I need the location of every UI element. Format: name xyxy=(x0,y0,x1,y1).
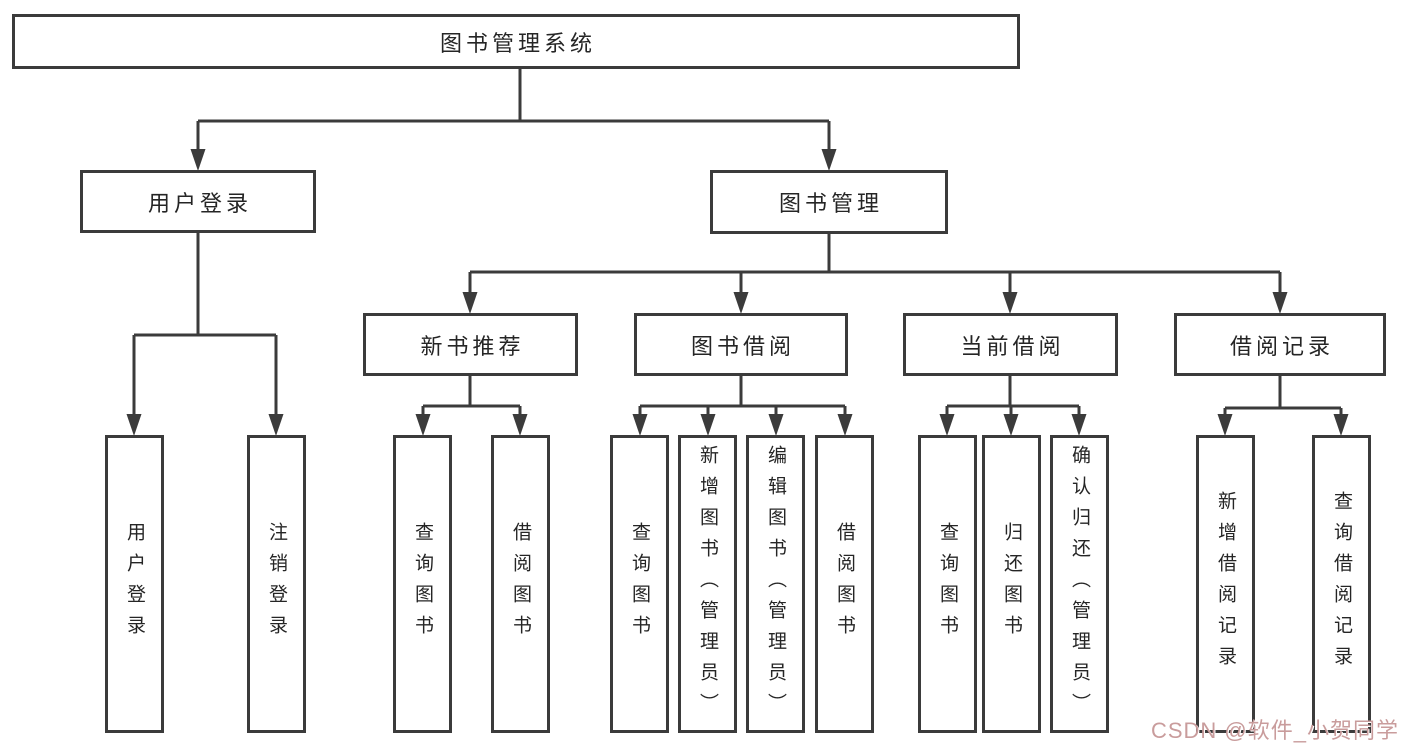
leaf-add-borrow-record-label: 新增借阅记录 xyxy=(1215,491,1236,677)
leaf-borrow-book-2-label: 借阅图书 xyxy=(834,522,855,646)
connector-book-management xyxy=(462,234,1288,314)
node-user-login: 用户登录 xyxy=(80,170,316,233)
leaf-query-book-3-label: 查询图书 xyxy=(937,522,958,646)
connector-new-book-recommend xyxy=(415,376,528,436)
leaf-return-book: 归还图书 xyxy=(982,435,1041,733)
connector-root xyxy=(190,69,837,171)
leaf-logout: 注销登录 xyxy=(247,435,306,733)
leaf-user-login: 用户登录 xyxy=(105,435,164,733)
leaf-query-book-1-label: 查询图书 xyxy=(412,522,433,646)
leaf-borrow-book-1-label: 借阅图书 xyxy=(510,522,531,646)
leaf-add-book-admin-label: 新增图书（管理员） xyxy=(697,444,718,724)
leaf-query-book-2: 查询图书 xyxy=(610,435,669,733)
leaf-edit-book-admin-label: 编辑图书（管理员） xyxy=(765,444,786,724)
leaf-query-borrow-record-label: 查询借阅记录 xyxy=(1331,491,1352,677)
leaf-add-borrow-record: 新增借阅记录 xyxy=(1196,435,1255,733)
leaf-add-book-admin: 新增图书（管理员） xyxy=(678,435,737,733)
leaf-borrow-book-1: 借阅图书 xyxy=(491,435,550,733)
node-current-borrow: 当前借阅 xyxy=(903,313,1118,376)
node-book-borrow: 图书借阅 xyxy=(634,313,848,376)
node-borrow-records: 借阅记录 xyxy=(1174,313,1386,376)
connector-borrow-records xyxy=(1217,376,1349,436)
leaf-query-book-1: 查询图书 xyxy=(393,435,452,733)
node-root: 图书管理系统 xyxy=(12,14,1020,69)
watermark: CSDN @软件_小贺同学 xyxy=(1150,718,1399,743)
node-new-book-recommend: 新书推荐 xyxy=(363,313,578,376)
leaf-query-borrow-record: 查询借阅记录 xyxy=(1312,435,1371,733)
leaf-edit-book-admin: 编辑图书（管理员） xyxy=(746,435,805,733)
leaf-return-book-label: 归还图书 xyxy=(1001,522,1022,646)
leaf-query-book-2-label: 查询图书 xyxy=(629,522,650,646)
leaf-confirm-return-admin-label: 确认归还（管理员） xyxy=(1069,444,1090,724)
leaf-user-login-label: 用户登录 xyxy=(124,522,145,646)
leaf-logout-label: 注销登录 xyxy=(266,522,287,646)
connector-book-borrow xyxy=(632,376,853,436)
leaf-borrow-book-2: 借阅图书 xyxy=(815,435,874,733)
leaf-confirm-return-admin: 确认归还（管理员） xyxy=(1050,435,1109,733)
leaf-query-book-3: 查询图书 xyxy=(918,435,977,733)
connector-user-login xyxy=(126,233,284,436)
connector-current-borrow xyxy=(939,376,1087,436)
node-book-management: 图书管理 xyxy=(710,170,948,234)
